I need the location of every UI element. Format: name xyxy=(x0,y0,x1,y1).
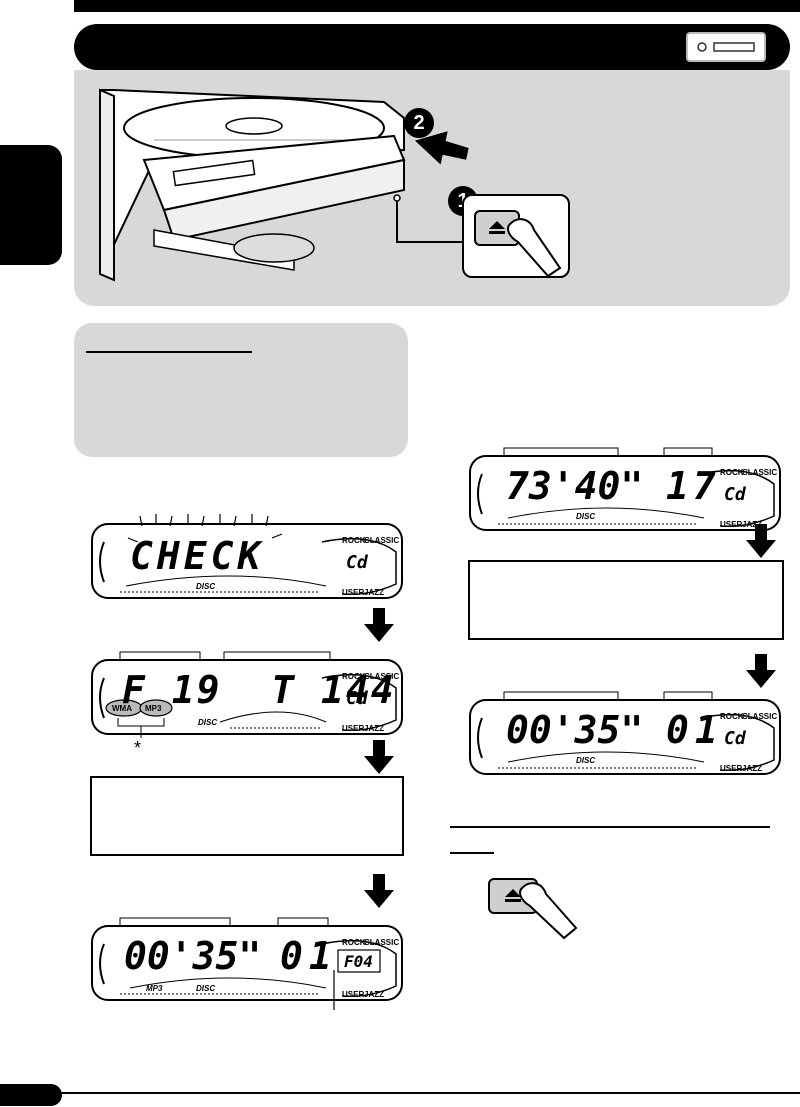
eq-user-label: USER xyxy=(720,520,743,529)
eq-user-label: USER xyxy=(342,990,365,999)
note-heading-underline xyxy=(86,351,252,353)
eq-classic-label: CLASSIC xyxy=(364,938,400,947)
mp3-label: MP3 xyxy=(146,984,163,993)
note-box xyxy=(74,323,408,457)
page-number-tab xyxy=(0,1084,62,1106)
wma-badge: WMA xyxy=(112,704,132,713)
finger-icon xyxy=(519,882,578,940)
footnote-asterisk: * xyxy=(134,738,142,758)
lcd-display-cd-total: 73'40" 17 Cd DISC ROCK CLASSIC USER JAZZ xyxy=(468,440,782,540)
eject-icon xyxy=(505,889,521,902)
display-time-text: 73'40" xyxy=(506,464,644,508)
eq-classic-label: CLASSIC xyxy=(364,672,400,681)
info-box-right xyxy=(468,560,784,640)
display-main-text: F 19 T 144 xyxy=(122,668,396,712)
disc-label: DISC xyxy=(196,582,216,591)
eject-inset xyxy=(462,194,570,278)
eq-rock-label: ROCK xyxy=(342,672,366,681)
eq-classic-label: CLASSIC xyxy=(742,712,778,721)
display-source-text: Cd xyxy=(724,484,746,505)
eq-user-label: USER xyxy=(342,724,365,733)
eq-jazz-label: JAZZ xyxy=(364,724,384,733)
lcd-display-mp3-play: 00'35" 01 F04 MP3 DISC ROCK CLASSIC USER… xyxy=(90,910,404,1010)
display-track-text: 01 xyxy=(666,708,724,752)
disc-label: DISC xyxy=(576,756,596,765)
display-time-text: 00'35" xyxy=(124,934,262,978)
display-folder-text: F04 xyxy=(344,952,373,971)
heading-underline xyxy=(450,826,770,828)
display-source-text: Cd xyxy=(724,728,746,749)
top-rule xyxy=(74,0,800,12)
lcd-display-folder-track: F 19 T 144 Cd WMA MP3 DISC ROCK CLASSIC … xyxy=(90,644,404,744)
mp3-badge: MP3 xyxy=(145,704,162,713)
eq-jazz-label: JAZZ xyxy=(364,990,384,999)
eq-user-label: USER xyxy=(720,764,743,773)
down-arrow-icon xyxy=(746,524,776,558)
section-title-bar xyxy=(74,24,790,70)
display-time-text: 00'35" xyxy=(506,708,644,752)
disc-loading-drawing xyxy=(99,88,469,282)
eq-rock-label: ROCK xyxy=(720,468,744,477)
control-panel-icon xyxy=(686,32,766,62)
disc-label: DISC xyxy=(196,984,216,993)
eq-rock-label: ROCK xyxy=(342,938,366,947)
display-main-text: CHECK xyxy=(130,534,265,578)
down-arrow-icon xyxy=(364,608,394,642)
eq-classic-label: CLASSIC xyxy=(364,536,400,545)
language-side-tab xyxy=(0,145,62,265)
display-source-text: Cd xyxy=(346,688,368,709)
format-bracket xyxy=(117,718,165,738)
lcd-display-cd-play: 00'35" 01 Cd DISC ROCK CLASSIC USER JAZZ xyxy=(468,684,782,784)
display-source-text: Cd xyxy=(346,552,368,573)
info-box-left xyxy=(90,776,404,856)
eq-rock-label: ROCK xyxy=(720,712,744,721)
down-arrow-icon xyxy=(364,740,394,774)
insert-disc-illustration: 2 1 xyxy=(74,70,790,306)
eject-icon xyxy=(489,221,505,234)
down-arrow-icon xyxy=(746,654,776,688)
eq-user-label: USER xyxy=(342,588,365,597)
display-track-text: 01 xyxy=(280,934,338,978)
step-2-badge: 2 xyxy=(404,108,434,138)
lcd-display-check: CHECK Cd DISC ROCK CLASSIC USER JAZZ xyxy=(90,512,404,602)
disc-label: DISC xyxy=(576,512,596,521)
eq-classic-label: CLASSIC xyxy=(742,468,778,477)
display-track-text: 17 xyxy=(666,464,720,508)
eq-jazz-label: JAZZ xyxy=(364,588,384,597)
heading-underline-short xyxy=(450,852,494,854)
eq-jazz-label: JAZZ xyxy=(742,764,762,773)
finger-icon xyxy=(507,218,562,278)
down-arrow-icon xyxy=(364,874,394,908)
eq-rock-label: ROCK xyxy=(342,536,366,545)
disc-label: DISC xyxy=(198,718,218,727)
eq-jazz-label: JAZZ xyxy=(742,520,762,529)
bottom-rule xyxy=(0,1092,800,1094)
